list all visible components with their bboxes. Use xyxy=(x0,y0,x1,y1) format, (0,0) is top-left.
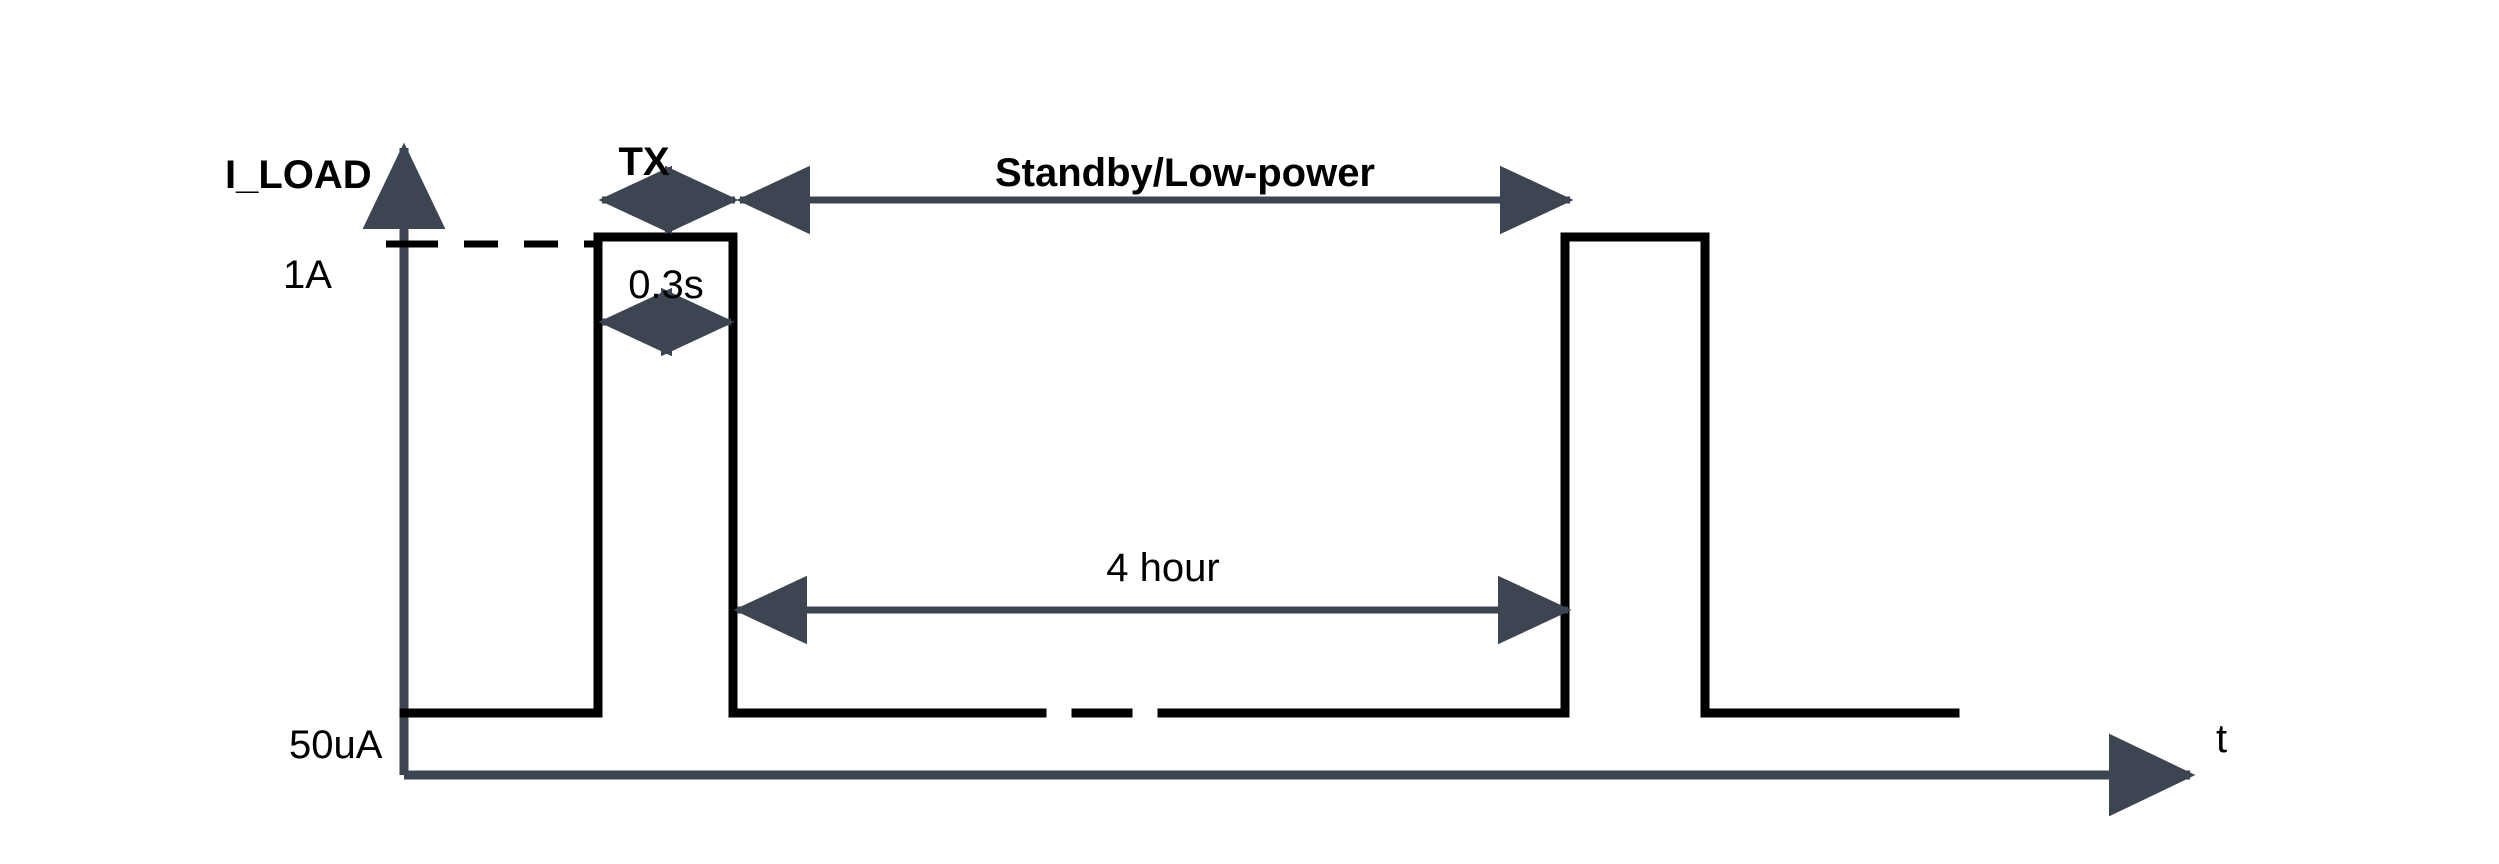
pulse-width-label: 0.3s xyxy=(628,263,704,307)
waveform-pulse-1 xyxy=(399,232,995,718)
x-axis-label: t xyxy=(2216,717,2227,761)
standby-label: Standby/Low-power xyxy=(995,151,1375,195)
y-level-label-low: 50uA xyxy=(289,723,383,767)
waveform xyxy=(399,232,1960,718)
waveform-pulse-2 xyxy=(1213,232,1960,718)
standby-duration-label: 4 hour xyxy=(1106,546,1219,590)
y-axis-label: I_LOAD xyxy=(225,153,372,197)
axis-group xyxy=(362,142,2196,817)
tx-label: TX xyxy=(618,140,669,184)
y-level-label-high: 1A xyxy=(283,253,332,297)
